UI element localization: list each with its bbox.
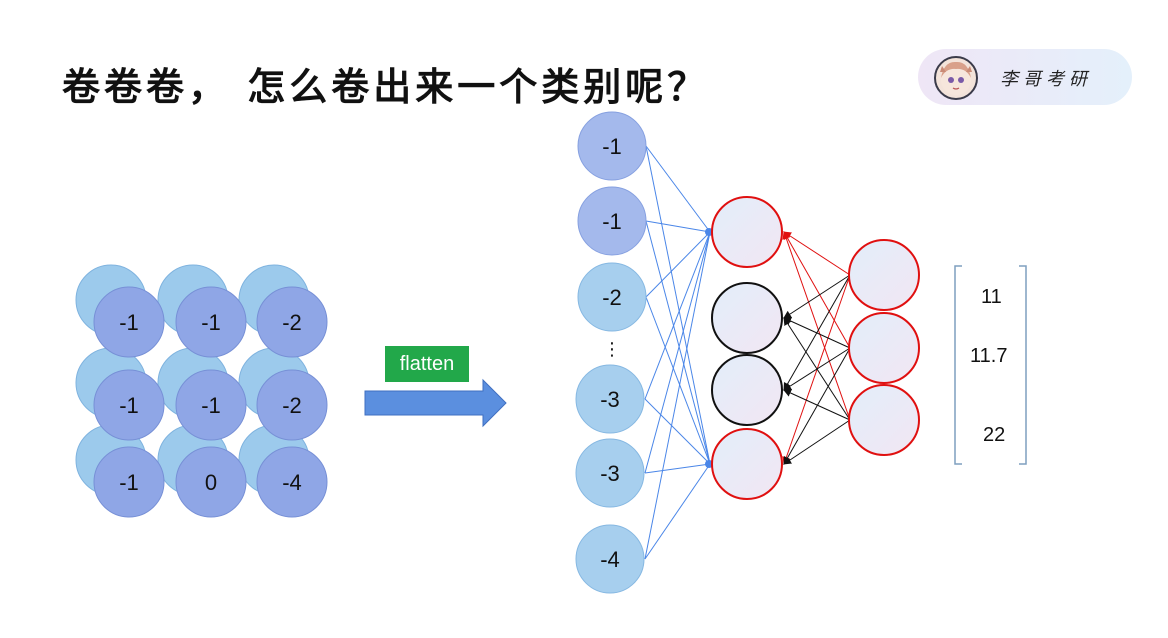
input-node-value: -2 <box>602 285 622 310</box>
feature-cell <box>175 446 247 518</box>
flatten-label: flatten <box>385 346 469 382</box>
hidden-layer <box>711 196 783 500</box>
output-value: 11 <box>981 286 1002 308</box>
output-value: 22 <box>983 424 1006 446</box>
hidden-node <box>711 196 783 268</box>
feature-cell-value: -1 <box>119 310 139 335</box>
feature-cell <box>175 369 247 441</box>
output-value: 11.7 <box>970 345 1008 367</box>
input-node-value: -3 <box>600 387 620 412</box>
feature-cell-value: -1 <box>119 470 139 495</box>
feature-cell-value: -2 <box>282 310 302 335</box>
ellipsis: ⋮ <box>603 339 621 360</box>
feature-cell <box>256 286 328 358</box>
feature-cell-value: -1 <box>201 393 221 418</box>
feature-cell-value: -2 <box>282 393 302 418</box>
input-node <box>577 262 647 332</box>
left-bracket <box>954 265 962 465</box>
brand-name: 李哥考研 <box>1000 69 1092 90</box>
avatar <box>934 56 978 100</box>
connection-dot <box>705 460 713 468</box>
feature-cell-value: 0 <box>205 470 217 495</box>
input-node-value: -1 <box>602 134 622 159</box>
input-node <box>577 111 647 181</box>
output-node <box>848 384 920 456</box>
output-node <box>848 312 920 384</box>
hidden-node <box>711 428 783 500</box>
feature-cell-value: -4 <box>282 470 302 495</box>
hidden-node <box>711 354 783 426</box>
page-title: 卷卷卷， 怎么卷出来一个类别呢？ <box>62 65 710 109</box>
input-node-value: -1 <box>602 209 622 234</box>
input-node <box>577 186 647 256</box>
feature-map: -1 -1 -2 -1 -1 -2 -1 0 -4 <box>75 264 328 518</box>
brand-badge: 李哥考研 <box>918 49 1132 105</box>
feature-cell <box>256 369 328 441</box>
output-layer <box>848 239 920 456</box>
flatten-arrow-icon <box>364 378 507 428</box>
input-node <box>575 438 645 508</box>
output-hidden-connections <box>782 231 851 465</box>
hidden-node <box>711 282 783 354</box>
output-node <box>848 239 920 311</box>
feature-cell <box>175 286 247 358</box>
feature-cell <box>93 446 165 518</box>
feature-cell <box>93 286 165 358</box>
feature-cell <box>256 446 328 518</box>
input-node-value: -4 <box>600 547 620 572</box>
right-bracket <box>1019 265 1027 465</box>
input-node <box>575 524 645 594</box>
feature-cell-value: -1 <box>119 393 139 418</box>
connection-dot <box>705 228 713 236</box>
input-nodes: -1 -1 -2 -3 -3 -4 ⋮ <box>575 111 647 594</box>
cartoon-girl-avatar-icon <box>940 61 972 95</box>
input-node <box>575 364 645 434</box>
feature-cell <box>93 369 165 441</box>
input-node-value: -3 <box>600 461 620 486</box>
input-hidden-connections <box>644 145 711 560</box>
feature-cell-value: -1 <box>201 310 221 335</box>
